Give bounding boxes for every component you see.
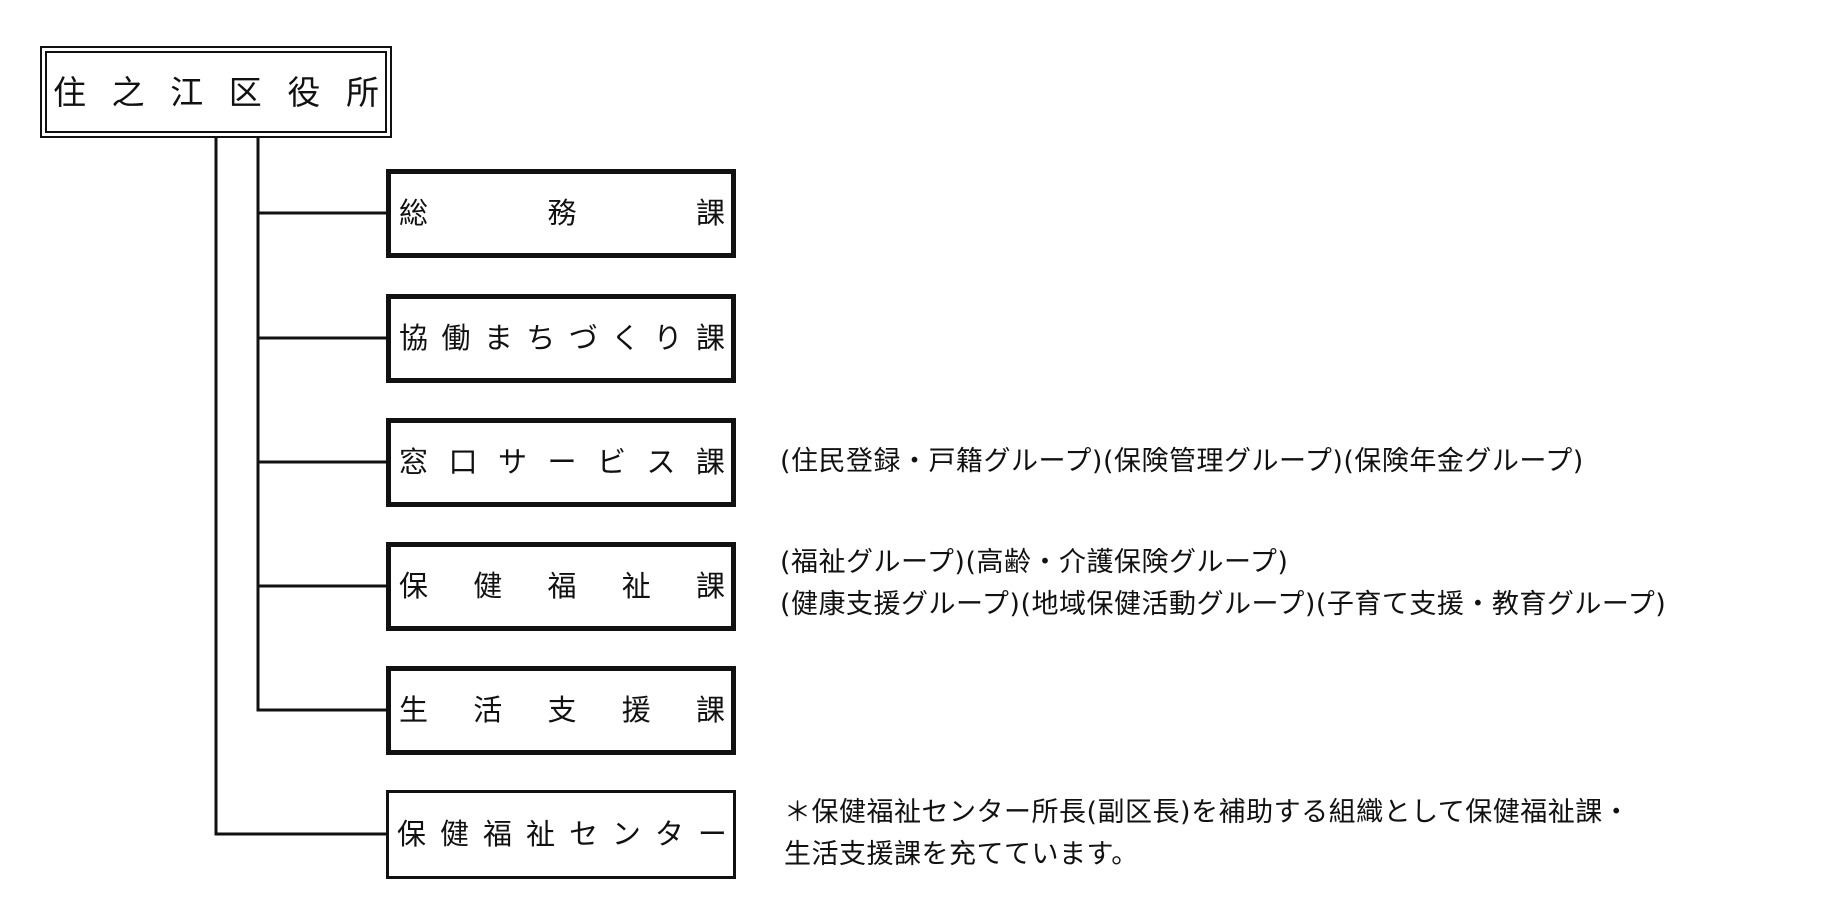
dept-hoken-fukushi-center-box: 保健福祉センター [386, 790, 736, 879]
box-label-char: 課 [695, 693, 725, 727]
box-label-char: 保 [399, 569, 429, 603]
box-label-char: 保 [397, 817, 427, 851]
box-label-char: く [611, 321, 641, 355]
hoken-fukushi-groups-note-line-1: (福祉グループ)(高齢・介護保険グループ) [780, 547, 1289, 578]
box-label-char: ま [483, 321, 513, 355]
box-label-char: 総 [399, 196, 429, 230]
footnote-line-2: 生活支援課を充てています。 [784, 839, 1139, 870]
dept-seikatsu-shien-box: 生活支援課 [386, 666, 736, 755]
box-label-char: タ [654, 817, 684, 851]
box-label-char: 住 [53, 72, 86, 112]
box-label-char: り [653, 321, 683, 355]
box-label-char: 支 [547, 693, 577, 727]
dept-somu-box: 総務課 [386, 169, 736, 258]
box-label-char: 江 [170, 72, 204, 112]
box-label-char: 務 [547, 196, 577, 230]
box-label-char: 働 [441, 321, 471, 355]
dept-hoken-fukushi-box: 保健福祉課 [386, 542, 736, 631]
dept-kyodo-machizukuri-box: 協働まちづくり課 [386, 294, 736, 383]
box-label-char: 祉 [525, 817, 555, 851]
box-label-char: 援 [621, 693, 651, 727]
box-label-char: ち [526, 321, 556, 355]
box-label-char: ビ [596, 445, 626, 479]
box-label-char: 口 [448, 445, 478, 479]
box-label-char: 所 [345, 72, 379, 112]
hoken-fukushi-groups-note-line-2: (健康支援グループ)(地域保健活動グループ)(子育て支援・教育グループ) [780, 589, 1667, 620]
box-label-char: ン [611, 817, 641, 851]
box-label-char: 課 [695, 445, 725, 479]
box-label-char: ー [547, 445, 577, 479]
box-label-char: 之 [111, 72, 145, 112]
box-label-char: セ [568, 817, 598, 851]
box-label-char: 課 [695, 196, 725, 230]
box-label-char: 区 [228, 72, 262, 112]
footnote-line-1: ＊保健福祉センター所長(副区長)を補助する組織として保健福祉課・ [784, 797, 1631, 828]
ward-office-box: 住之江区役所 [40, 46, 392, 138]
box-label-char: 活 [473, 693, 503, 727]
dept-madoguchi-service-box: 窓口サービス課 [386, 418, 736, 507]
box-label-char: 福 [547, 569, 577, 603]
box-label-char: ー [697, 817, 727, 851]
box-label-char: サ [497, 445, 527, 479]
box-label-char: 健 [473, 569, 503, 603]
box-label-char: 祉 [621, 569, 651, 603]
box-label-char: 課 [695, 569, 725, 603]
box-label-char: 福 [482, 817, 512, 851]
box-label-char: 窓 [399, 445, 429, 479]
madoguchi-groups-note: (住民登録・戸籍グループ)(保険管理グループ)(保険年金グループ) [780, 446, 1584, 477]
box-label-char: 健 [439, 817, 469, 851]
box-label-char: 生 [399, 693, 429, 727]
box-label-char: 協 [399, 321, 429, 355]
box-label-char: 役 [287, 72, 321, 112]
box-label-char: ス [646, 445, 676, 479]
box-label-char: 課 [695, 321, 725, 355]
box-label-char: づ [568, 321, 598, 355]
